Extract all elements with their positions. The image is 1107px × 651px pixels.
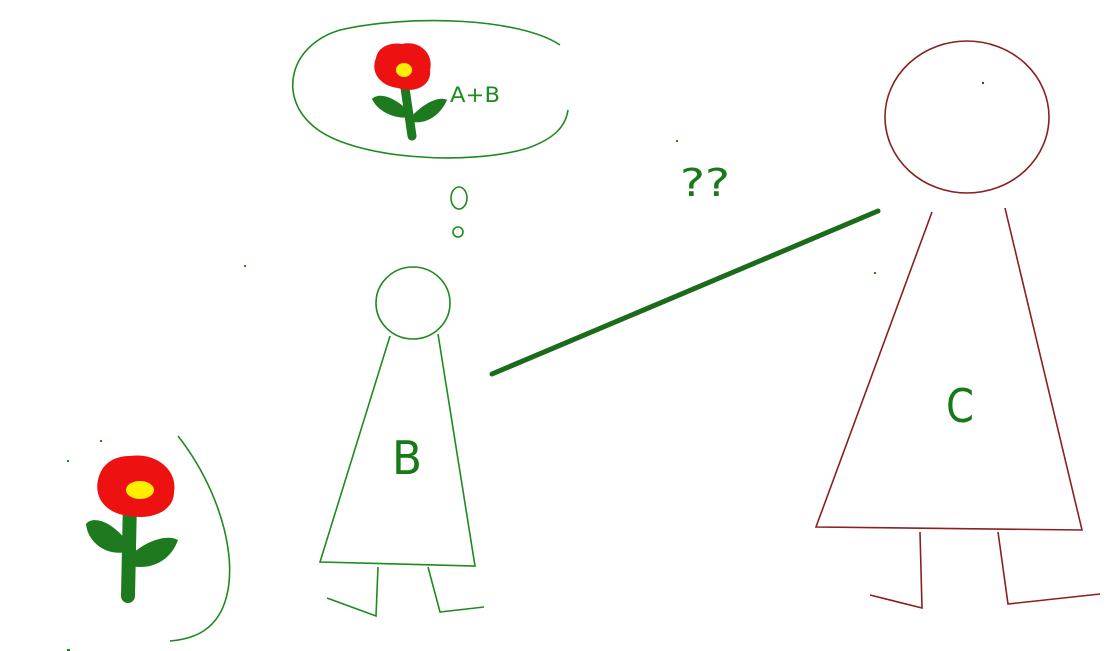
ground-flower bbox=[86, 455, 178, 603]
thought-dot-small bbox=[452, 226, 464, 238]
person-b-left-leg bbox=[326, 566, 379, 618]
person-b-right-leg bbox=[427, 566, 485, 613]
speck bbox=[244, 265, 246, 267]
ground-flower-stem bbox=[121, 493, 137, 603]
thought-bubble: A+B bbox=[291, 19, 569, 238]
person-c-body bbox=[814, 207, 1084, 531]
thought-flower-leaf-left bbox=[372, 95, 410, 118]
thought-bubble-outline bbox=[291, 19, 569, 159]
person-b-body bbox=[318, 333, 476, 567]
ground-arc bbox=[169, 435, 231, 642]
person-b-head bbox=[375, 266, 451, 340]
ground-flower-leaf-right bbox=[130, 537, 178, 567]
ground-flower-leaf-left bbox=[86, 520, 126, 553]
person-c-left-leg bbox=[869, 531, 923, 610]
person-c-label: C bbox=[946, 379, 974, 433]
person-c: C bbox=[814, 40, 1101, 610]
ground-flower-center bbox=[126, 481, 154, 499]
thought-text: A+B bbox=[450, 83, 500, 107]
thought-dot-large bbox=[450, 186, 468, 210]
speck bbox=[982, 82, 984, 84]
speck bbox=[67, 649, 70, 651]
speck bbox=[100, 440, 102, 442]
thought-flower bbox=[372, 43, 447, 141]
person-c-head bbox=[884, 40, 1050, 194]
speck bbox=[676, 140, 678, 142]
speck bbox=[874, 272, 876, 274]
connecting-line bbox=[489, 208, 881, 377]
question-marks: ?? bbox=[680, 161, 730, 205]
person-b: B bbox=[318, 266, 485, 618]
stray-specks bbox=[67, 82, 984, 651]
person-c-right-leg bbox=[997, 531, 1101, 605]
person-b-label: B bbox=[392, 431, 422, 485]
thought-flower-center bbox=[396, 63, 412, 77]
thought-flower-leaf-right bbox=[412, 98, 447, 123]
speck bbox=[67, 460, 69, 462]
